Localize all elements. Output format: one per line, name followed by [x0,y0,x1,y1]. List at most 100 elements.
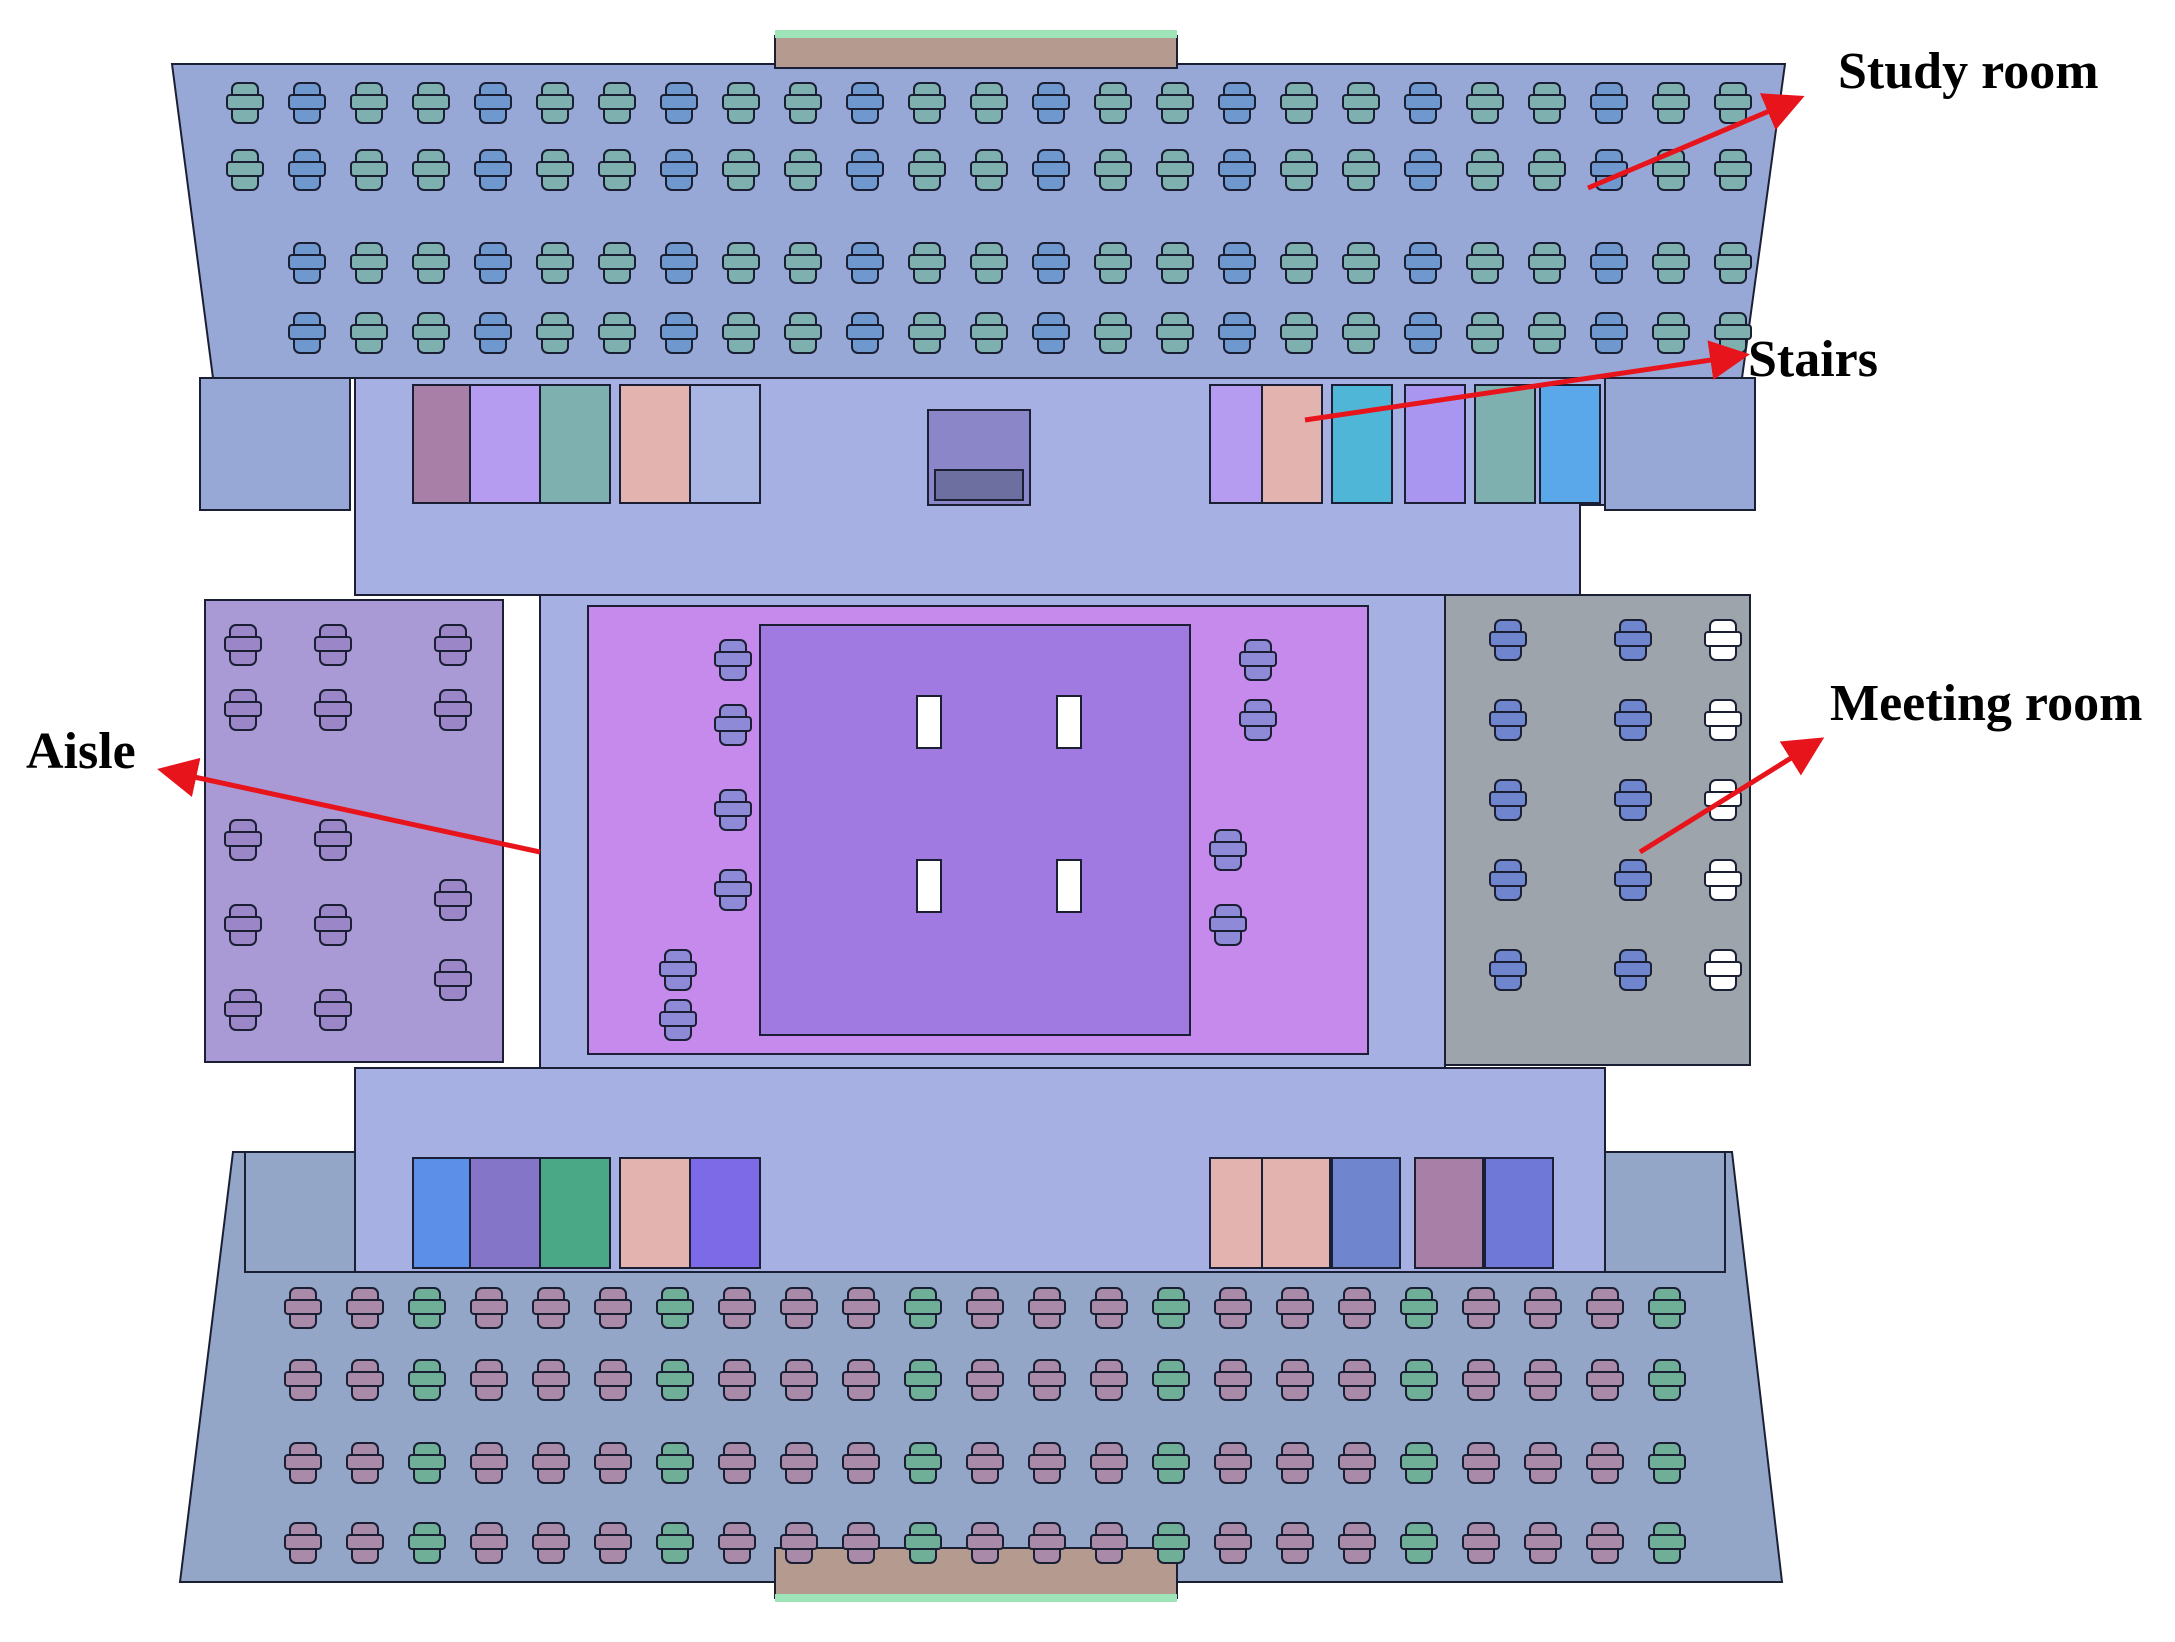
study-desk-seat [1094,324,1132,340]
south-entrance-edge [775,1594,1177,1602]
arrow-stairs [1304,340,1750,423]
rooms-layer [204,384,1751,1269]
study-desk-seat [1714,324,1752,340]
study-desk-seat [846,161,884,177]
study-desk-seat [784,161,822,177]
study-desk-seat [966,1371,1004,1387]
study-desk-seat [1524,1454,1562,1470]
aisle-room-desk-seat [314,1001,352,1017]
study-desk-seat [970,94,1008,110]
core-stair-landing [934,469,1024,501]
study-desk-seat [1338,1534,1376,1550]
meeting-desk-seat [1614,711,1652,727]
aisle-room-desk-seat [434,971,472,987]
study-desk-seat [536,161,574,177]
study-desk-seat [1214,1299,1252,1315]
study-desk-seat [904,1371,942,1387]
study-desk-seat [284,1299,322,1315]
study-desk-seat [1214,1534,1252,1550]
study-desk-seat [1400,1534,1438,1550]
study-desk-seat [1342,254,1380,270]
study-desk-seat [1342,94,1380,110]
study-desk-seat [1276,1534,1314,1550]
study-desk-seat [1528,94,1566,110]
study-desk-seat [966,1299,1004,1315]
study-desk-seat [1590,324,1628,340]
stair-block [539,1157,611,1269]
study-desk-seat [350,94,388,110]
study-desk-seat [1404,94,1442,110]
study-desk-seat [970,324,1008,340]
stair-block [1261,1157,1331,1269]
study-desk-seat [288,324,326,340]
aisle-room-desk-seat [434,636,472,652]
study-desk-seat [660,324,698,340]
study-desk-seat [908,254,946,270]
meeting-desk-seat [1489,871,1527,887]
study-desk-seat [1156,161,1194,177]
study-desk-seat [1090,1371,1128,1387]
study-desk-seat [284,1534,322,1550]
core-desk-seat [659,1011,697,1027]
aisle-room-desk-seat [224,831,262,847]
core-desk-seat [1239,651,1277,667]
study-desk-seat [908,324,946,340]
study-desk-seat [1466,324,1504,340]
core-pillar [916,859,942,913]
study-desk-seat [1648,1534,1686,1550]
study-desk-seat [1462,1454,1500,1470]
study-desk-seat [656,1534,694,1550]
study-desk-seat [1218,324,1256,340]
study-desk-seat [1152,1299,1190,1315]
desks-layer [224,82,1752,1564]
study-desk-seat [1152,1534,1190,1550]
core-desk-seat [659,961,697,977]
study-desk-seat [594,1534,632,1550]
study-desk-seat [594,1371,632,1387]
study-desk-seat [412,94,450,110]
study-desk-seat [1156,94,1194,110]
study-desk-seat [784,94,822,110]
study-desk-seat [1586,1371,1624,1387]
study-desk-seat [722,161,760,177]
study-desk-seat [598,254,636,270]
core-desk-seat [714,801,752,817]
study-desk-seat [784,324,822,340]
study-desk-seat [1586,1454,1624,1470]
study-desk-seat [1524,1371,1562,1387]
study-desk-seat [408,1371,446,1387]
core-desk-seat [1209,841,1247,857]
aisle-room-desk-seat [224,701,262,717]
core-pillar [1056,859,1082,913]
arrow-study-room [1587,93,1805,191]
study-desk-seat [1466,161,1504,177]
study-desk-seat [1342,324,1380,340]
study-desk-seat [1152,1371,1190,1387]
meeting-desk-seat [1614,631,1652,647]
label-study-room: Study room [1838,43,2099,100]
study-desk-seat [1714,94,1752,110]
study-desk-seat [1028,1299,1066,1315]
study-desk-seat [598,324,636,340]
aisle-room-desk-seat [224,636,262,652]
study-desk-seat [284,1454,322,1470]
study-desk-seat [908,161,946,177]
study-desk-seat [970,161,1008,177]
study-desk-seat [346,1454,384,1470]
study-desk-seat [1094,94,1132,110]
study-desk-seat [908,94,946,110]
study-desk-seat [722,94,760,110]
meeting-desk-seat [1489,791,1527,807]
stair-block [619,1157,691,1269]
study-desk-seat [1462,1534,1500,1550]
core-desk-seat [1239,711,1277,727]
study-desk-seat [1280,161,1318,177]
study-desk-seat [842,1534,880,1550]
stair-block [1484,1157,1554,1269]
core-pillar [1056,695,1082,749]
core-desk-seat [714,651,752,667]
study-desk-seat [288,254,326,270]
study-desk-seat [656,1454,694,1470]
study-desk-seat [1218,161,1256,177]
study-desk-seat [718,1371,756,1387]
